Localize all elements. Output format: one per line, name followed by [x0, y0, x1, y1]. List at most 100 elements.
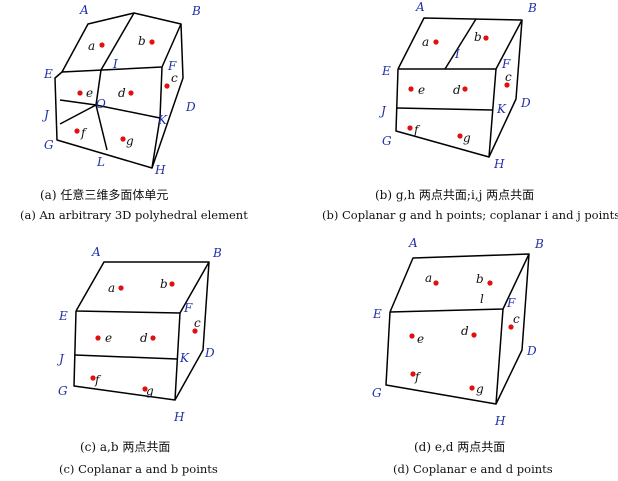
vertex-label: G — [382, 134, 392, 148]
point-label: l — [480, 292, 484, 306]
point-label: e — [417, 332, 424, 346]
panel-c-edges — [73, 261, 210, 401]
point-dot — [99, 42, 105, 48]
vertex-label: E — [43, 67, 53, 81]
panel-c-points: a b c e d f g — [90, 277, 201, 398]
panel-b-points: a b c e d f g — [407, 30, 512, 145]
caption-en: (b) Coplanar g and h points; coplanar i … — [322, 208, 618, 222]
vertex-label: F — [183, 301, 193, 315]
vertex-label: F — [506, 296, 516, 310]
vertex-label: B — [191, 4, 201, 18]
vertex-label: H — [154, 163, 166, 177]
panel-a-vertex-labels: A B E I F J O K D G L H — [41, 3, 201, 177]
panel-d-points: a b l c e d f g — [409, 271, 520, 396]
point-dot — [149, 39, 155, 45]
vertex-label: A — [79, 3, 89, 17]
vertex-label: F — [501, 57, 511, 71]
panel-c-vertex-labels: A B E F J K D G H — [56, 245, 222, 424]
vertex-label: H — [173, 410, 185, 424]
vertex-label: L — [96, 155, 105, 169]
panel-b-vertex-labels: A B E I F J K D G H — [378, 0, 537, 171]
caption-zh: (a) 任意三维多面体单元 — [40, 187, 168, 202]
vertex-label: E — [58, 309, 68, 323]
panel-c: A B E F J K D G H a b c e d f g (c) a,b — [56, 245, 222, 476]
caption-en: (a) An arbitrary 3D polyhedral element — [20, 208, 248, 222]
caption-zh: (d) e,d 两点共面 — [414, 440, 505, 454]
point-dot — [409, 333, 415, 339]
vertex-label: G — [44, 138, 54, 152]
point-label: g — [463, 131, 471, 145]
point-dot — [410, 371, 416, 377]
point-dot — [407, 125, 413, 131]
point-label: a — [422, 35, 429, 49]
point-dot — [164, 83, 170, 89]
vertex-label: H — [494, 414, 506, 428]
point-dot — [77, 90, 83, 96]
point-dot — [483, 35, 489, 41]
point-dot — [504, 82, 510, 88]
point-label: e — [105, 331, 112, 345]
point-dot — [90, 375, 96, 381]
vertex-label: A — [91, 245, 101, 259]
point-label: e — [86, 86, 93, 100]
point-dot — [74, 128, 80, 134]
panel-d-edges — [385, 253, 530, 405]
point-dot — [95, 335, 101, 341]
vertex-label: D — [204, 346, 215, 360]
point-label: g — [146, 384, 154, 398]
point-dot — [433, 280, 439, 286]
vertex-label: E — [381, 64, 391, 78]
point-dot — [150, 335, 156, 341]
point-label: b — [476, 272, 484, 286]
point-dot — [433, 39, 439, 45]
point-label: g — [476, 382, 484, 396]
point-dot — [142, 386, 148, 392]
vertex-label: D — [185, 100, 196, 114]
point-label: a — [108, 281, 115, 295]
point-dot — [128, 90, 134, 96]
point-label: d — [453, 83, 461, 97]
point-dot — [120, 136, 126, 142]
point-label: e — [418, 83, 425, 97]
panel-b: A B E I F J K D G H a b c e d f g — [322, 0, 618, 222]
vertex-label: J — [41, 108, 50, 122]
caption-zh: (c) a,b 两点共面 — [80, 440, 170, 454]
point-dot — [462, 86, 468, 92]
point-dot — [487, 280, 493, 286]
vertex-label: A — [408, 236, 418, 250]
panel-d-vertex-labels: A B E F D G H — [372, 236, 544, 428]
vertex-label: D — [520, 96, 531, 110]
vertex-label: K — [179, 351, 190, 365]
point-label: c — [505, 70, 512, 84]
point-label: f — [94, 373, 102, 387]
vertex-label: E — [372, 307, 382, 321]
point-label: b — [138, 34, 146, 48]
point-dot — [457, 133, 463, 139]
caption-en: (c) Coplanar a and b points — [59, 462, 218, 476]
point-label: c — [513, 312, 520, 326]
panel-a-points: a b c e d f g — [74, 34, 178, 148]
caption-zh: (b) g,h 两点共面;i,j 两点共面 — [375, 188, 534, 202]
vertex-label: D — [526, 344, 537, 358]
vertex-label: G — [58, 384, 68, 398]
point-dot — [192, 328, 198, 334]
point-dot — [408, 86, 414, 92]
vertex-label: J — [378, 104, 387, 118]
point-dot — [169, 281, 175, 287]
vertex-label: B — [212, 246, 222, 260]
point-label: f — [413, 123, 421, 137]
point-dot — [469, 385, 475, 391]
point-dot — [118, 285, 124, 291]
panel-d: A B E F D G H a b l c e d f g (d) e,d 两点… — [372, 236, 553, 476]
vertex-label: I — [112, 57, 118, 71]
vertex-label: K — [496, 102, 507, 116]
point-label: d — [118, 86, 126, 100]
panel-b-edges — [395, 17, 523, 158]
point-label: b — [160, 277, 168, 291]
vertex-label: G — [372, 386, 382, 400]
point-label: f — [414, 370, 422, 384]
point-label: d — [461, 324, 469, 338]
caption-en: (d) Coplanar e and d points — [393, 462, 553, 476]
vertex-label: B — [527, 1, 537, 15]
